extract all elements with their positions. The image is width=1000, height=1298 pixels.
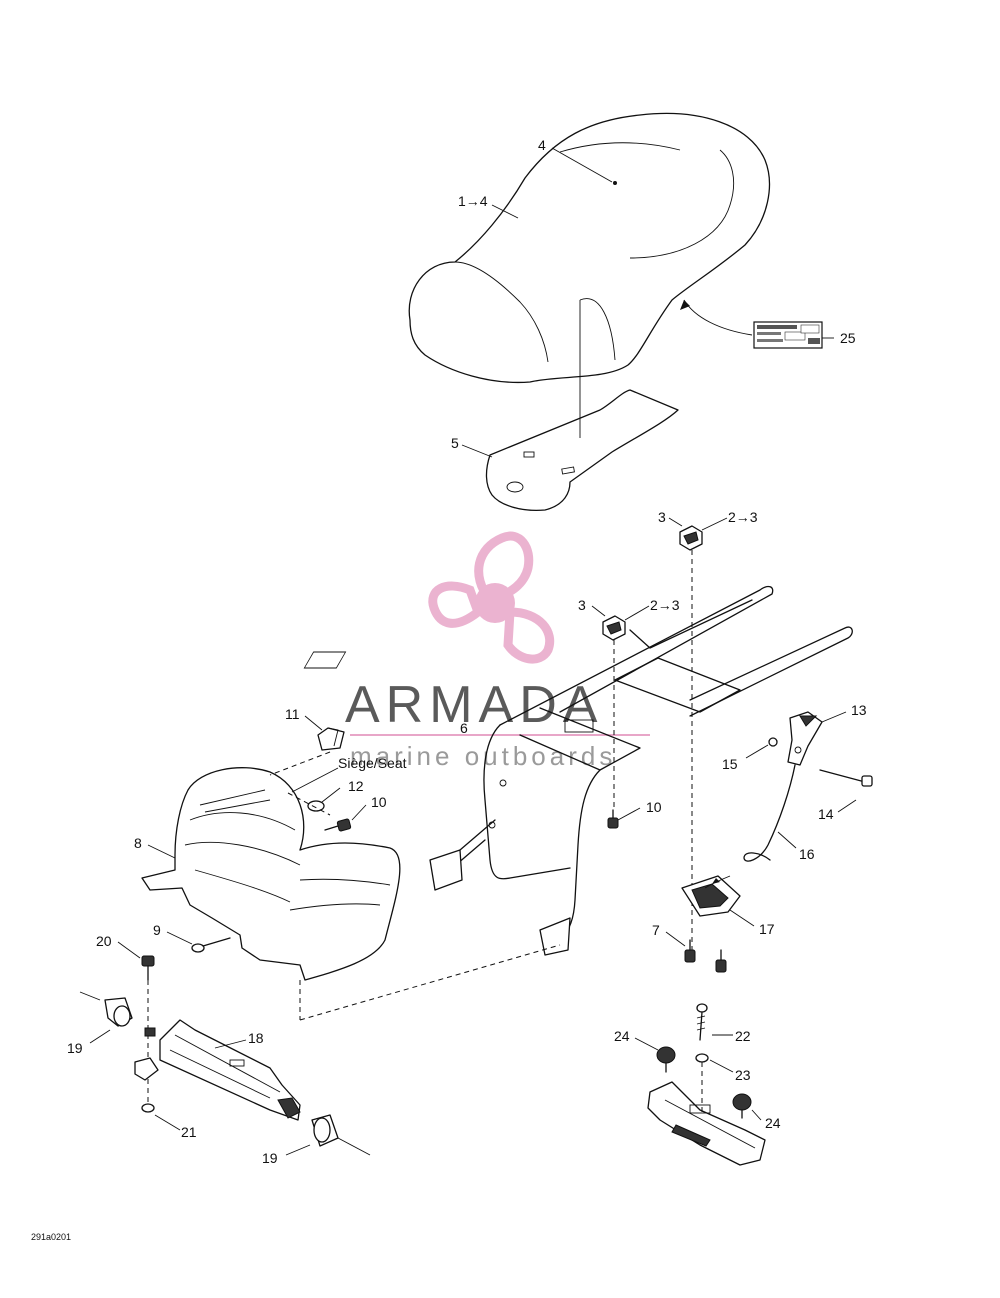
- callout-20: 20: [96, 933, 112, 949]
- callout-9: 9: [153, 922, 161, 938]
- bolt-frame: [607, 809, 619, 829]
- callout-22: 22: [735, 1028, 751, 1044]
- callout-25: 25: [840, 330, 856, 346]
- callout-17: 17: [759, 921, 775, 937]
- watermark-title: ARMADA: [345, 676, 603, 734]
- skid-bolt: [696, 1003, 708, 1041]
- drawing-code: 291a0201: [31, 1232, 71, 1242]
- screw: [191, 937, 231, 953]
- callout-14: 14: [818, 806, 834, 822]
- callout-4: 4: [538, 137, 546, 153]
- leader-lines: [89, 147, 857, 1156]
- latch-plate: [681, 875, 741, 917]
- callout-labels: 4 1→4 25 5 3 2→3 3 2→3 6 11 Siège/Seat 1…: [67, 137, 867, 1166]
- rubber-bumper-lower: [602, 615, 626, 641]
- washer: [307, 800, 325, 812]
- latch-washer: [768, 737, 778, 747]
- callout-1-4: 1→4: [458, 193, 488, 209]
- latch-cable: [743, 764, 796, 862]
- callout-3-lower: 3: [578, 597, 586, 613]
- callout-3-upper: 3: [658, 509, 666, 525]
- seat-cushion: [408, 112, 771, 384]
- bolt-left: [324, 818, 352, 832]
- seat-label: Siège/Seat: [338, 755, 407, 771]
- bushing-right: [311, 1114, 339, 1147]
- latch-screws: [684, 939, 727, 973]
- rubber-bumper-upper: [679, 525, 703, 551]
- callout-11: 11: [285, 706, 300, 722]
- callout-24-right: 24: [765, 1115, 781, 1131]
- nut-21: [141, 1103, 155, 1113]
- skid-washer: [695, 1053, 709, 1063]
- callout-5: 5: [451, 435, 459, 451]
- mounting-pad: [317, 727, 345, 751]
- callout-2-3-upper: 2→3: [728, 509, 758, 525]
- skid-pad-left: [656, 1046, 676, 1073]
- callout-21: 21: [181, 1124, 197, 1140]
- callout-18: 18: [248, 1030, 264, 1046]
- callout-15: 15: [722, 756, 738, 772]
- chassis-frame: [303, 585, 853, 956]
- skid-bracket: [647, 1081, 766, 1166]
- axle-bracket: [159, 1019, 301, 1121]
- callout-12: 12: [348, 778, 364, 794]
- callout-10-right: 10: [646, 799, 662, 815]
- callout-13: 13: [851, 702, 867, 718]
- skid-pad-right: [732, 1093, 752, 1119]
- callout-19-right: 19: [262, 1150, 278, 1166]
- callout-7: 7: [652, 922, 660, 938]
- armada-logo-mark: [428, 531, 555, 664]
- callout-24-left: 24: [614, 1028, 630, 1044]
- rear-body-fender: [141, 767, 401, 981]
- bushing-left: [104, 997, 133, 1027]
- callout-8: 8: [134, 835, 142, 851]
- bolt-20: [141, 955, 155, 981]
- seat-latch: [787, 711, 823, 766]
- callout-19-left: 19: [67, 1040, 83, 1056]
- callout-16: 16: [799, 846, 815, 862]
- latch-bolt: [819, 769, 873, 787]
- callout-2-3-lower: 2→3: [650, 597, 680, 613]
- clip: [134, 1027, 159, 1081]
- callout-6: 6: [460, 720, 468, 736]
- callout-10-left: 10: [371, 794, 387, 810]
- warning-label-decal: [753, 321, 823, 349]
- callout-23: 23: [735, 1067, 751, 1083]
- seat-base-plate: [485, 389, 679, 511]
